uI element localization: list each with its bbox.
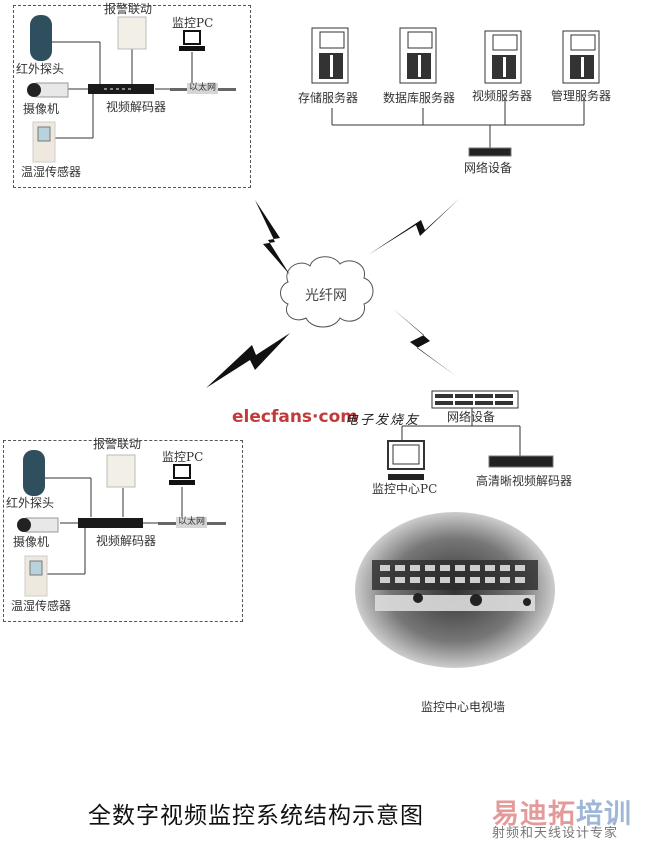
lightning-bolt-nw <box>255 200 290 275</box>
cloud-label: 光纤网 <box>305 288 347 304</box>
brand-watermark-part2: 培训 <box>576 799 632 830</box>
site-b-sensor-label: 温湿传感器 <box>11 599 72 613</box>
server-storage-device <box>311 27 349 84</box>
site-a-camera-label: 摄像机 <box>23 102 60 116</box>
site-a-alarm-device <box>117 16 147 50</box>
site-b-box <box>3 440 243 622</box>
site-b-decoder-device <box>78 518 143 528</box>
site-a-ir-probe-label: 红外探头 <box>16 62 65 76</box>
fiber-cloud <box>280 256 374 328</box>
site-b-ir-probe-label: 红外探头 <box>6 496 55 510</box>
center-network-label: 网络设备 <box>447 410 496 424</box>
site-a-box <box>13 5 251 188</box>
site-b-pc-device <box>173 464 191 479</box>
brand-tagline: 射频和天线设计专家 <box>492 826 619 841</box>
lightning-bolt-se <box>392 308 456 376</box>
elecfans-cn-logo: 电子发烧友 <box>345 413 421 428</box>
site-a-ethernet-label: 以太网 <box>187 83 219 94</box>
server-network-device <box>468 147 512 157</box>
center-links <box>401 408 521 458</box>
center-pc-base <box>388 474 424 480</box>
diagram-title: 全数字视频监控系统结构示意图 <box>88 803 424 829</box>
brand-watermark-part1: 易迪拓 <box>492 799 576 830</box>
site-a-ir-probe-device <box>30 15 52 61</box>
site-b-alarm-label: 报警联动 <box>93 437 142 451</box>
video-wall-label: 监控中心电视墙 <box>421 700 506 714</box>
site-a-pc-label: 监控PC <box>172 16 214 30</box>
elecfans-logo: elecfans·com <box>232 407 358 427</box>
site-a-decoder-device <box>88 84 154 94</box>
server-management-device <box>562 30 600 84</box>
site-b-ir-probe-device <box>23 450 45 496</box>
server-links <box>331 100 585 148</box>
server-network-label: 网络设备 <box>464 161 513 175</box>
site-b-pc-label: 监控PC <box>162 450 204 464</box>
server-database-label: 数据库服务器 <box>383 91 456 105</box>
servers-devices <box>311 27 600 84</box>
server-storage-label: 存储服务器 <box>298 91 359 105</box>
brand-watermark: 易迪拓培训 <box>492 792 632 831</box>
server-video-label: 视频服务器 <box>472 89 533 103</box>
center-hd-decoder-device <box>488 455 554 468</box>
site-b-camera-label: 摄像机 <box>13 535 50 549</box>
site-a-pc-device <box>183 30 201 45</box>
center-pc-label: 监控中心PC <box>372 482 438 496</box>
site-b-alarm-device <box>106 454 136 488</box>
site-a-decoder-label: 视频解码器 <box>106 100 167 114</box>
center-hd-decoder-label: 高清晰视频解码器 <box>476 474 573 488</box>
server-video-device <box>484 30 522 84</box>
lightning-bolt-sw <box>206 333 290 388</box>
site-a-sensor-label: 温湿传感器 <box>21 165 82 179</box>
center-network-device <box>431 390 519 409</box>
site-b-ethernet-label: 以太网 <box>176 517 208 528</box>
site-b-decoder-label: 视频解码器 <box>96 534 157 548</box>
site-a-alarm-label: 报警联动 <box>104 2 153 16</box>
server-database-device <box>399 27 437 84</box>
lightning-bolt-ne <box>368 198 460 255</box>
server-management-label: 管理服务器 <box>551 89 612 103</box>
